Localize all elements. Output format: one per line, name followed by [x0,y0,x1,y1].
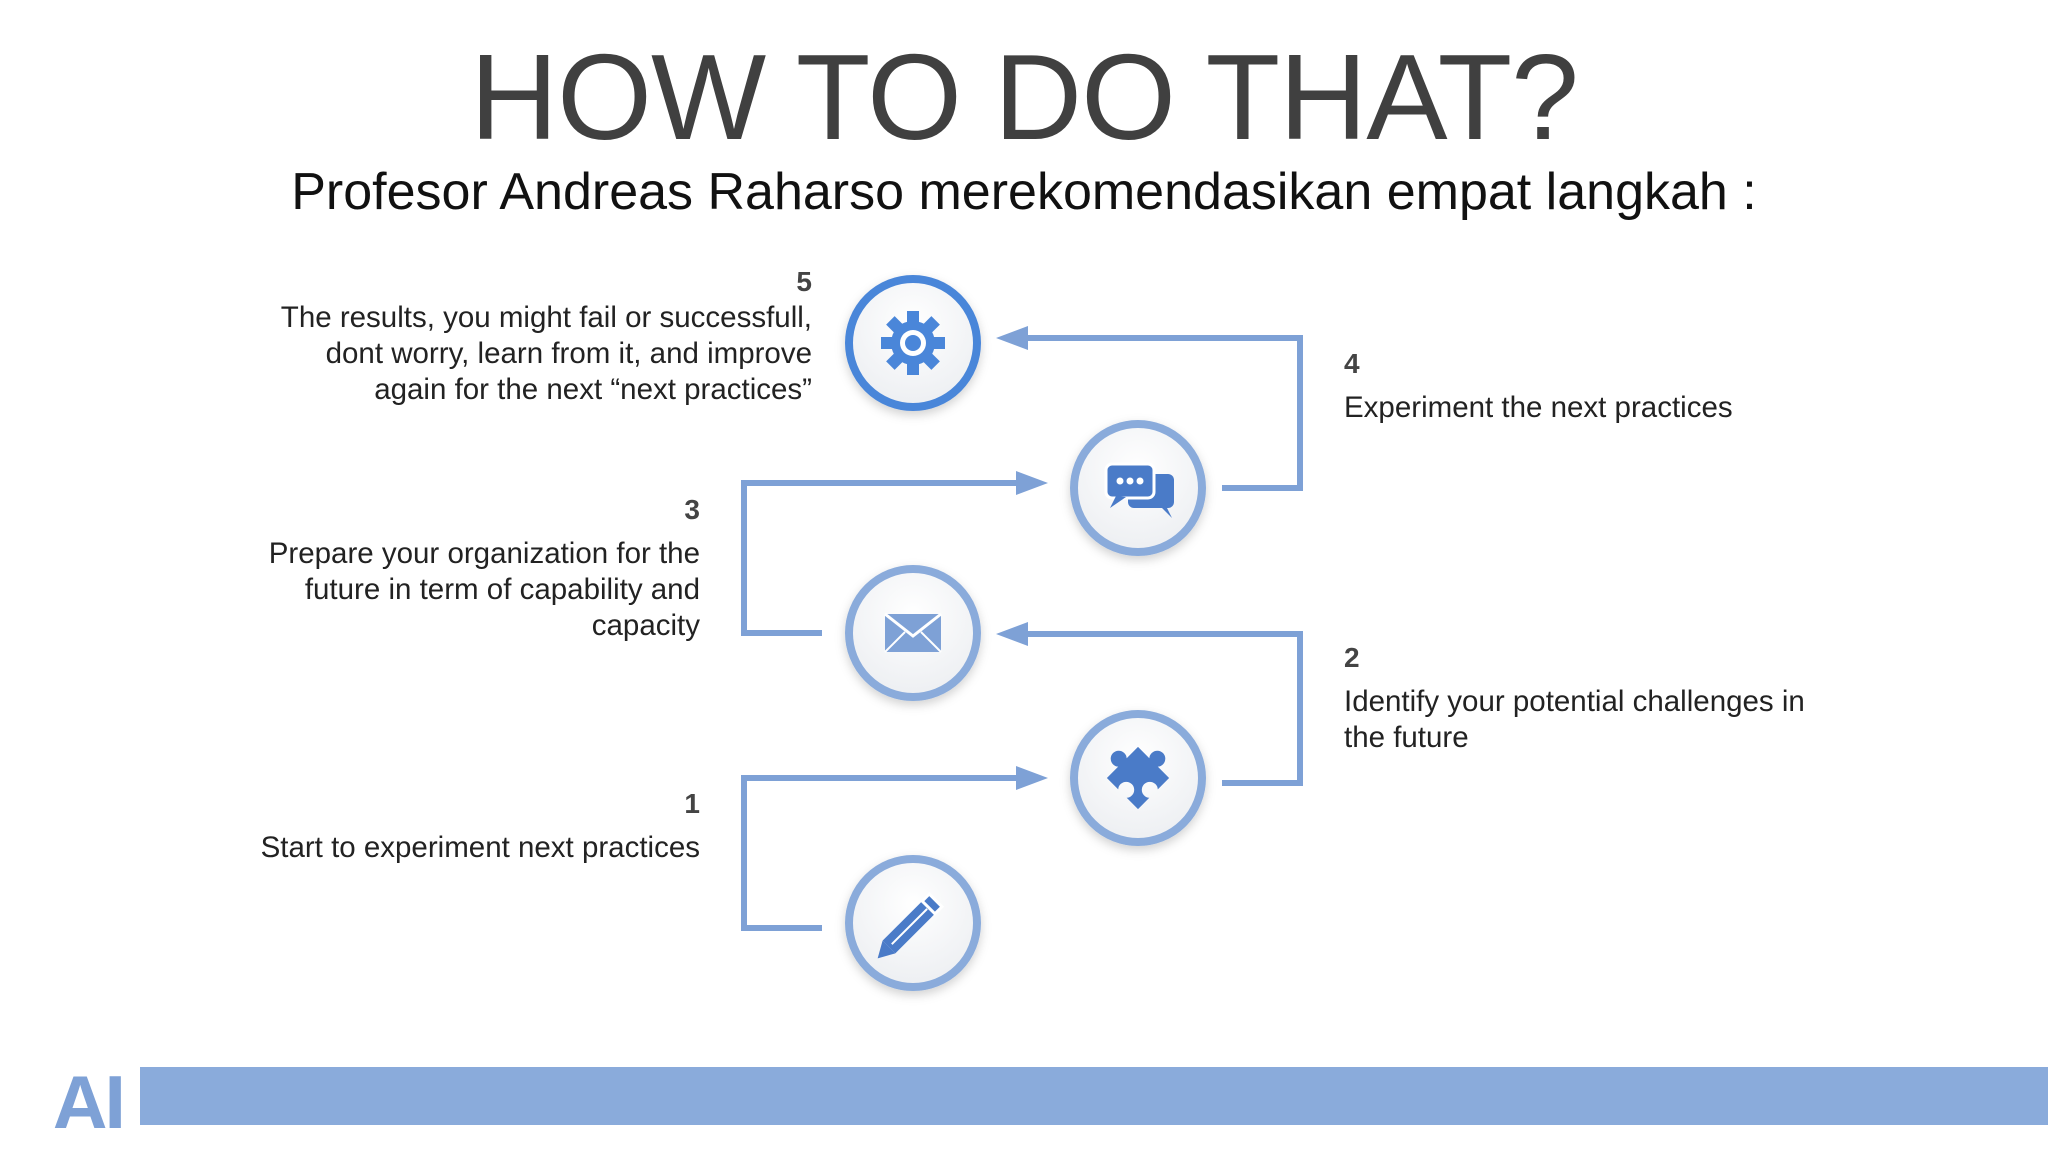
gear-icon [881,311,945,375]
puzzle-icon [1106,746,1170,810]
connector-3-to-4 [741,471,1048,636]
step-5-label: 5 The results, you might fail or success… [272,264,812,408]
footer-logo: AI [52,1064,148,1128]
connector-1-to-2 [741,766,1048,931]
step-4-label: 4 Experiment the next practices [1344,346,1904,426]
pencil-icon [877,891,945,959]
connector-4-to-5 [996,326,1303,491]
step-5-number: 5 [796,266,812,297]
step-1-number: 1 [684,788,700,819]
step-5-text: The results, you might fail or successfu… [280,301,812,406]
step-2-number: 2 [1344,642,1360,673]
slide-subtitle: Profesor Andreas Raharso merekomendasika… [291,163,1757,221]
step-2-label: 2 Identify your potential challenges in … [1344,640,1844,756]
step-3-text: Prepare your organization for the future… [268,537,700,642]
step-4-number: 4 [1344,348,1360,379]
footer-logo-text: AI [52,1064,126,1128]
step-1-text: Start to experiment next practices [260,831,700,864]
envelope-icon [884,612,942,653]
chat-bubbles-icon [1104,462,1174,518]
connector-2-to-3 [996,622,1303,786]
footer-bar [140,1067,2048,1125]
step-3-label: 3 Prepare your organization for the futu… [240,492,700,644]
slide-title: HOW TO DO THAT? [470,29,1579,165]
step-2-text: Identify your potential challenges in th… [1344,685,1805,754]
step-4-text: Experiment the next practices [1344,391,1733,424]
step-1-label: 1 Start to experiment next practices [140,786,700,866]
step-3-number: 3 [684,494,700,525]
